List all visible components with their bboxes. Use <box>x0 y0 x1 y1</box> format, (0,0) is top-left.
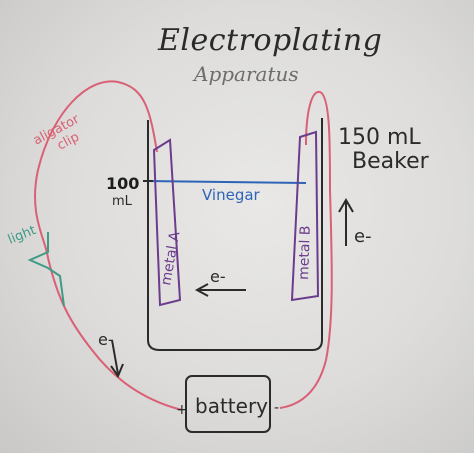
vinegar-level-line <box>144 180 307 184</box>
electron-arrowhead-middle <box>194 283 209 297</box>
metal-b-label: metal B <box>296 225 314 280</box>
beaker-size-label: 150 mL <box>338 125 421 150</box>
battery-minus-sign: - <box>274 400 279 416</box>
battery <box>185 375 271 433</box>
electrode-metal-a <box>152 138 182 307</box>
mark-label-ml: mL <box>112 194 133 209</box>
light-label: light <box>6 223 38 248</box>
battery-label: battery <box>195 394 268 418</box>
diagram-title: Electroplating <box>157 23 382 58</box>
electron-label-left: e- <box>98 330 114 349</box>
electron-label-middle: e- <box>210 267 226 286</box>
battery-plus-sign: + <box>176 402 188 418</box>
electrode-metal-b <box>290 130 320 302</box>
electron-arrow-left <box>111 339 119 375</box>
right-wire <box>279 90 333 409</box>
mark-label-100: 100 <box>106 174 139 193</box>
vinegar-label: Vinegar <box>202 186 261 204</box>
electron-label-right: e- <box>354 226 372 247</box>
metal-a-label: metal A <box>158 230 183 287</box>
beaker-name-label: Beaker <box>352 149 430 174</box>
left-wire <box>34 80 183 411</box>
diagram-subtitle: Apparatus <box>192 62 299 86</box>
light-bulb-wire <box>27 232 65 307</box>
electron-arrowhead-right <box>338 198 354 213</box>
electron-arrowhead-left <box>110 363 124 379</box>
beaker <box>147 118 323 351</box>
